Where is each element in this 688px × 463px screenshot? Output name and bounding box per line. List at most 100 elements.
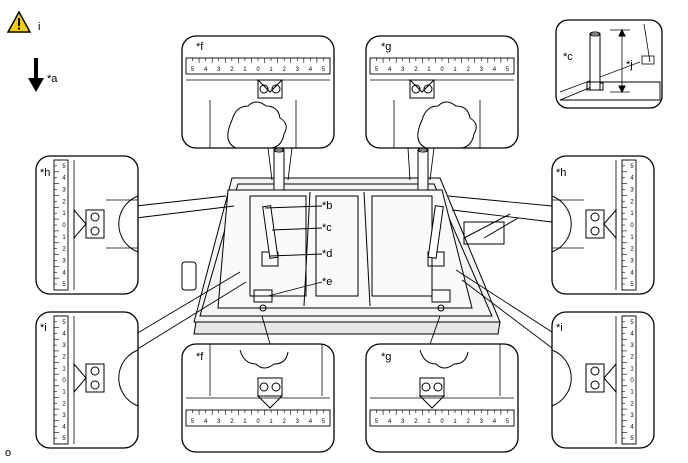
scale-digit: 4 [630, 176, 634, 182]
label-j: *j [626, 59, 633, 71]
scale-digit: 5 [630, 164, 634, 170]
label-a: *a [47, 73, 58, 85]
scale-digit: 3 [630, 258, 634, 264]
scale-digit: 1 [427, 67, 431, 73]
scale-digit: 4 [630, 425, 634, 431]
scale-digit: 4 [493, 67, 497, 73]
scale-digit: 2 [630, 401, 634, 407]
scale-digit: 4 [204, 67, 208, 73]
scale-digit: 2 [630, 247, 634, 253]
callout-bottom-f [181, 343, 335, 453]
scale-digit: 2 [62, 355, 66, 361]
scale-digit: 4 [62, 331, 66, 337]
scale-digit: 3 [62, 413, 66, 419]
label-i-left: *i [40, 322, 47, 334]
scale-digit: 1 [62, 390, 66, 396]
scale-digit: 2 [283, 67, 287, 73]
scale-digit: 3 [630, 413, 634, 419]
footer-mark: o [5, 447, 11, 459]
scale-digit: 3 [480, 67, 484, 73]
scale-digit: 0 [62, 378, 66, 384]
scale-digit: 3 [296, 419, 300, 425]
callout-right-i [551, 311, 655, 449]
central-assembly [181, 147, 519, 335]
scale-digit: 5 [191, 67, 195, 73]
scale-digit: 5 [506, 419, 510, 425]
label-h-left: *h [40, 167, 50, 179]
scale-digit: 0 [630, 223, 634, 229]
scale-digit: 2 [630, 199, 634, 205]
label-e: *e [322, 276, 332, 288]
callout-top-f [181, 35, 335, 149]
scale-digit: 1 [630, 211, 634, 217]
label-c-center: *c [322, 222, 332, 234]
scale-digit: 3 [217, 67, 221, 73]
scale-digit: 2 [283, 419, 287, 425]
scale-digit: 4 [388, 67, 392, 73]
scale-digit: 4 [204, 419, 208, 425]
scale-digit: 0 [256, 67, 260, 73]
scale-digit: 1 [630, 390, 634, 396]
label-b: *b [322, 200, 332, 212]
scale-digit: 4 [630, 270, 634, 276]
inset-post-detail [555, 19, 663, 109]
callout-left-i [35, 311, 139, 449]
scale-digit: 0 [62, 223, 66, 229]
scale-digit: 4 [62, 176, 66, 182]
label-h-right: *h [556, 167, 566, 179]
scale-digit: 4 [630, 331, 634, 337]
callout-bottom-g [365, 343, 519, 453]
callout-top-g [365, 35, 519, 149]
scale-digit: 3 [401, 419, 405, 425]
scale-digit: 1 [62, 211, 66, 217]
scale-digit: 3 [62, 188, 66, 194]
scale-digit: 5 [630, 282, 634, 288]
scale-digit: 1 [453, 67, 457, 73]
scale-digit: 5 [62, 164, 66, 170]
scale-digit: 4 [309, 419, 313, 425]
label-f-bottom: *f [196, 351, 204, 363]
scale-digit: 2 [62, 247, 66, 253]
scale-digit: 2 [630, 355, 634, 361]
scale-digit: 4 [388, 419, 392, 425]
scale-digit: 4 [62, 425, 66, 431]
scale-digit: 1 [427, 419, 431, 425]
scale-digit: 0 [440, 419, 444, 425]
scale-digit: 1 [62, 366, 66, 372]
scale-digit: 3 [480, 419, 484, 425]
scale-digit: 2 [230, 67, 234, 73]
scale-digit: 4 [309, 67, 313, 73]
scale-digit: 2 [414, 67, 418, 73]
scale-digit: 5 [630, 320, 634, 326]
scale-digit: 2 [62, 199, 66, 205]
scale-digit: 1 [630, 235, 634, 241]
scale-digit: 5 [630, 436, 634, 442]
scale-digit: 5 [375, 419, 379, 425]
scale-digit: 5 [375, 67, 379, 73]
scale-digit: 1 [243, 67, 247, 73]
label-c-inset: *c [563, 51, 573, 63]
scale-digit: 2 [62, 401, 66, 407]
scale-digit: 3 [62, 343, 66, 349]
scale-digit: 5 [506, 67, 510, 73]
scale-digit: 3 [62, 258, 66, 264]
scale-digit: 1 [453, 419, 457, 425]
scale-digit: 5 [322, 67, 326, 73]
scale-digit: 5 [322, 419, 326, 425]
label-g-top: *g [381, 41, 391, 53]
callout-left-h [35, 155, 139, 295]
scale-digit: 5 [62, 320, 66, 326]
scale-digit: 1 [269, 419, 273, 425]
scale-digit: 0 [440, 67, 444, 73]
scale-digit: 1 [243, 419, 247, 425]
scale-digit: 0 [630, 378, 634, 384]
scale-digit: 3 [217, 419, 221, 425]
scale-digit: 3 [296, 67, 300, 73]
scale-digit: 2 [467, 67, 471, 73]
leader-lines [135, 147, 553, 351]
